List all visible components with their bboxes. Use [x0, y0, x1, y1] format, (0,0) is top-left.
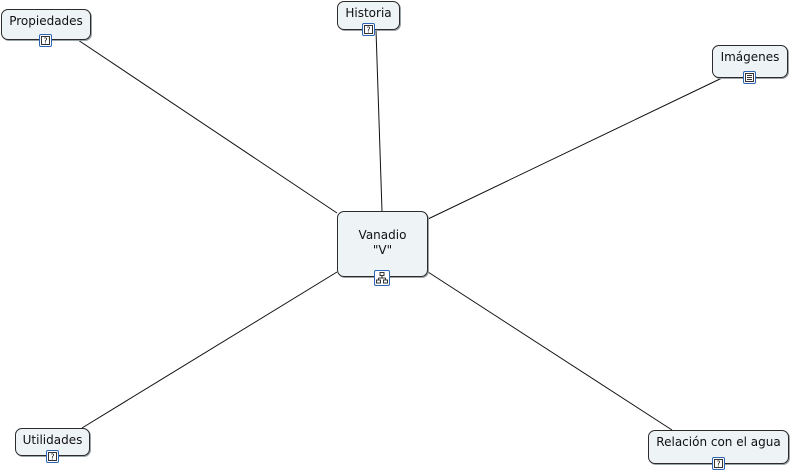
- link-utilidades: [81, 271, 338, 429]
- node-imagenes[interactable]: Imágenes: [712, 45, 788, 78]
- svg-text:?: ?: [716, 460, 720, 468]
- svg-text:?: ?: [366, 26, 370, 34]
- text-document-icon[interactable]: [743, 71, 756, 84]
- node-utilidades-label: Utilidades: [22, 433, 83, 447]
- link-historia: [375, 29, 383, 212]
- question-document-icon[interactable]: ?: [712, 457, 725, 470]
- svg-text:?: ?: [50, 453, 54, 461]
- node-propiedades-label: Propiedades: [9, 14, 83, 28]
- node-imagenes-label: Imágenes: [720, 50, 780, 64]
- node-historia-label: Historia: [345, 6, 392, 20]
- question-document-icon[interactable]: ?: [46, 450, 59, 463]
- question-document-icon[interactable]: ?: [362, 23, 375, 36]
- node-relacion-label: Relación con el agua: [656, 435, 781, 449]
- center-line-2: "V": [372, 243, 393, 257]
- center-line-1: Vanadio: [358, 228, 407, 242]
- concept-map-icon[interactable]: [374, 270, 390, 286]
- link-relacion: [427, 271, 673, 431]
- link-imagenes: [427, 77, 723, 220]
- link-propiedades: [77, 39, 338, 214]
- svg-text:?: ?: [43, 37, 47, 45]
- node-center-vanadio[interactable]: Vanadio "V": [337, 211, 428, 277]
- question-document-icon[interactable]: ?: [39, 34, 52, 47]
